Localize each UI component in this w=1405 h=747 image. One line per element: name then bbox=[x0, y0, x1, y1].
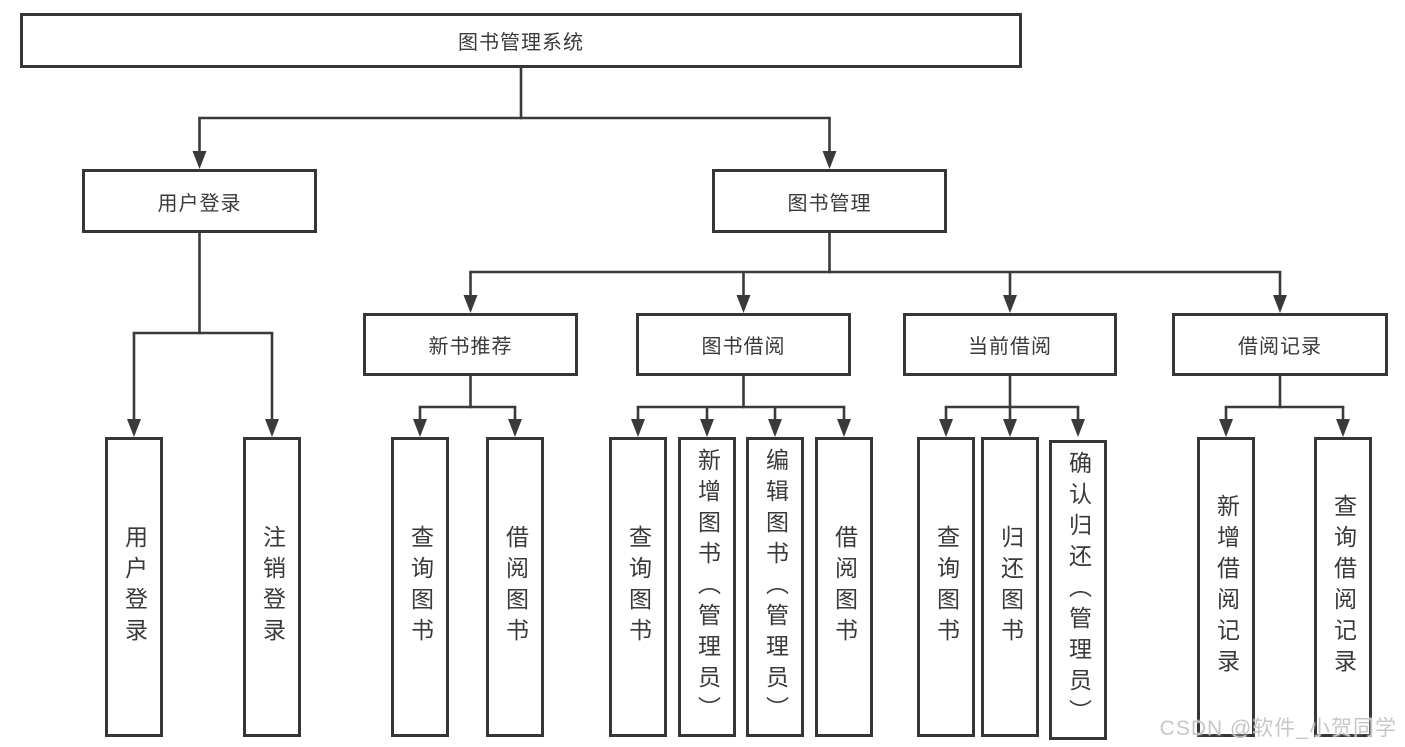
node-label: 归还图书 bbox=[997, 525, 1024, 649]
node-label: 借阅图书 bbox=[831, 525, 858, 649]
node-root-system: 图书管理系统 bbox=[20, 13, 1022, 68]
watermark: CSDN @软件_小贺同学 bbox=[1159, 717, 1397, 740]
node-leaf-confirm-return-admin: 确认归还（管理员） bbox=[1049, 440, 1107, 740]
node-borrow-records: 借阅记录 bbox=[1172, 313, 1388, 376]
node-label: 查询图书 bbox=[407, 525, 434, 649]
node-leaf-user-login: 用户登录 bbox=[105, 437, 163, 737]
node-leaf-query-books-2: 查询图书 bbox=[609, 437, 667, 737]
node-label: 查询借阅记录 bbox=[1330, 494, 1357, 680]
node-book-management: 图书管理 bbox=[712, 169, 947, 233]
node-label: 用户登录 bbox=[121, 525, 148, 649]
node-label: 新增图书（管理员） bbox=[694, 447, 721, 727]
node-leaf-query-books-3: 查询图书 bbox=[917, 437, 975, 737]
node-book-borrowing: 图书借阅 bbox=[636, 313, 851, 376]
node-leaf-query-books-1: 查询图书 bbox=[391, 437, 449, 737]
connector-borrowing-to-leaves bbox=[631, 376, 851, 437]
connector-root-to-level2 bbox=[192, 68, 837, 169]
node-user-login: 用户登录 bbox=[82, 169, 317, 233]
node-leaf-logout: 注销登录 bbox=[243, 437, 301, 737]
node-label: 借阅图书 bbox=[502, 525, 529, 649]
node-leaf-edit-book-admin: 编辑图书（管理员） bbox=[746, 437, 804, 737]
node-label: 查询图书 bbox=[933, 525, 960, 649]
node-new-book-recommend: 新书推荐 bbox=[363, 313, 578, 376]
node-leaf-query-borrow-record: 查询借阅记录 bbox=[1314, 437, 1372, 737]
node-leaf-add-book-admin: 新增图书（管理员） bbox=[678, 437, 736, 737]
node-label: 确认归还（管理员） bbox=[1065, 450, 1092, 730]
node-leaf-return-books: 归还图书 bbox=[981, 437, 1039, 737]
connector-records-to-leaves bbox=[1219, 376, 1350, 437]
node-label: 新增借阅记录 bbox=[1213, 494, 1240, 680]
connector-bookmgmt-to-level3 bbox=[463, 233, 1287, 313]
connector-current-to-leaves bbox=[939, 376, 1085, 437]
node-label: 编辑图书（管理员） bbox=[762, 447, 789, 727]
connector-userlogin-to-leaves bbox=[127, 233, 279, 437]
node-leaf-add-borrow-record: 新增借阅记录 bbox=[1197, 437, 1255, 737]
connector-recommend-to-leaves bbox=[413, 376, 522, 437]
node-leaf-borrow-books-1: 借阅图书 bbox=[486, 437, 544, 737]
node-label: 注销登录 bbox=[259, 525, 286, 649]
node-label: 查询图书 bbox=[625, 525, 652, 649]
node-current-borrowing: 当前借阅 bbox=[903, 313, 1117, 376]
node-leaf-borrow-books-2: 借阅图书 bbox=[815, 437, 873, 737]
